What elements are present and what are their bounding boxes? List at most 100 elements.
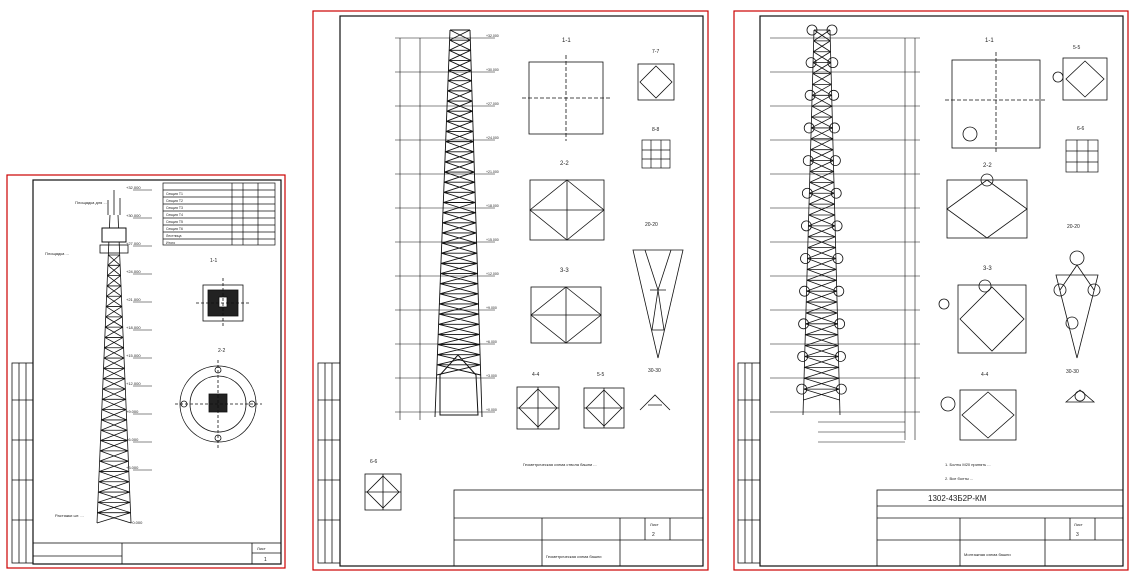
sheet-3-title-block — [876, 489, 1124, 567]
sheet-3-margin-block — [737, 362, 761, 564]
sheet-2-border — [312, 10, 709, 571]
sheet-3-section-5-title: 5-5 — [1073, 45, 1080, 51]
sheet-3-stamp-sheet-label: Лист — [1074, 522, 1083, 527]
sheet-3-drawing-code: 1302-43Б2Р-КМ — [928, 494, 987, 503]
sheet-2-section-20-title: 20-20 — [645, 222, 658, 228]
sheet-1-elevation-label: +32.000 — [126, 185, 141, 190]
sheet-1-ground-elevation: +0.000 — [130, 520, 143, 525]
sheet-3-section-2 — [946, 173, 1028, 239]
sheet-1-mid-note: Площадка ... — [45, 251, 69, 256]
sheet-1-border — [6, 174, 286, 569]
sheet-2-section-6-title: 6-6 — [370, 459, 377, 465]
sheet-1-elevation-mark: +12.000 — [126, 381, 152, 387]
sheet-2-section-2-title: 2-2 — [560, 161, 569, 167]
sheet-2-elevation-label: +0.000 — [486, 408, 497, 412]
sheet-1-section-a — [196, 278, 250, 328]
sheet-1-table-row-label: Секция Т5 — [166, 220, 183, 224]
sheet-2-elevation-label: +27.000 — [486, 102, 499, 106]
sheet-2-section-6 — [364, 473, 402, 511]
sheet-1-spec-table: Секция Т1 Секция Т2 Секция Т3 Секция Т4 Секц… — [162, 182, 276, 246]
sheet-2-section-5 — [583, 387, 625, 429]
sheet-1-elevation-mark: +21.000 — [126, 297, 152, 303]
sheet-2-elevation-label: +32.000 — [486, 34, 499, 38]
sheet-1-elevation-label: +27.000 — [126, 241, 141, 246]
sheet-1-table-row-label: Лестница — [166, 234, 181, 238]
sheet-1-title-block — [32, 542, 282, 565]
sheet-3-section-4 — [940, 389, 1017, 441]
sheet-2-stamp-sheet-number: 2 — [652, 532, 655, 538]
sheet-2-section-4 — [516, 386, 560, 430]
sheet-2-section-3-title: 3-3 — [560, 268, 569, 274]
sheet-2-section-30 — [639, 394, 671, 411]
sheet-2-section-2 — [529, 179, 605, 241]
sheet-1[interactable]: +32.000 +30.000 +27.000 +24.000 +21.000 +18.0… — [6, 174, 286, 569]
sheet-1-elevation-label: +15.000 — [126, 353, 141, 358]
sheet-2[interactable]: +32.000+30.000+27.000+24.000+21.000+18.0… — [312, 10, 709, 571]
sheet-3-section-1-title: 1-1 — [985, 38, 994, 44]
sheet-1-top-note: Площадка для ... — [75, 200, 107, 205]
sheet-2-section-3 — [530, 286, 602, 344]
sheet-3-section-20-title: 20-20 — [1067, 224, 1080, 230]
sheet-1-elevation-label: +18.000 — [126, 325, 141, 330]
sheet-2-elevation-label: +6.000 — [486, 340, 497, 344]
sheet-2-section-8-title: 8-8 — [652, 127, 659, 133]
sheet-3-section-30-title: 30-30 — [1066, 369, 1079, 375]
sheet-2-section-5-title: 5-5 — [597, 372, 604, 378]
sheet-1-elevation-mark: +18.000 — [126, 325, 152, 331]
sheet-2-note: Геометрическая схема ствола башни ... — [523, 462, 597, 467]
sheet-1-elevation-mark: +32.000 — [126, 185, 152, 191]
sheet-3-section-5 — [1052, 57, 1108, 101]
sheet-2-elevation-label: +15.000 — [486, 238, 499, 242]
sheet-1-elevation-mark: +9.000 — [126, 409, 152, 415]
sheet-1-tower — [96, 190, 132, 524]
sheet-1-table-row-label: Секция Т2 — [166, 199, 183, 203]
sheet-1-elevation-mark: +6.000 — [126, 437, 152, 443]
sheet-1-elevation-label: +12.000 — [126, 381, 141, 386]
sheet-3-dimension-lines — [770, 37, 920, 443]
sheet-1-table-row-label: Секция Т6 — [166, 227, 183, 231]
sheet-1-elevation-label: +6.000 — [126, 437, 139, 442]
sheet-2-title-block — [453, 489, 704, 567]
sheet-1-margin-block — [11, 362, 34, 564]
sheet-2-elevation-label: +12.000 — [486, 272, 499, 276]
sheet-3-section-2-title: 2-2 — [983, 163, 992, 169]
sheet-2-elevation-label: +9.000 — [486, 306, 497, 310]
sheet-1-elevation-mark: +30.000 — [126, 213, 152, 219]
sheet-1-table-row-label: Секция Т3 — [166, 206, 183, 210]
sheet-1-elevation-mark: +15.000 — [126, 353, 152, 359]
sheet-1-section-a-title: 1-1 — [210, 258, 217, 264]
sheet-2-section-4-title: 4-4 — [532, 372, 539, 378]
sheet-3-section-3-title: 3-3 — [983, 266, 992, 272]
sheet-3-section-20 — [1053, 250, 1101, 359]
sheet-1-elevation-label: +21.000 — [126, 297, 141, 302]
sheet-3-section-3 — [938, 279, 1027, 354]
sheet-2-elevation-label: +24.000 — [486, 136, 499, 140]
sheet-3-stamp-sheet-number: 3 — [1076, 532, 1079, 538]
sheet-2-dimension-lines: +32.000+30.000+27.000+24.000+21.000+18.0… — [395, 34, 499, 420]
sheet-3[interactable]: 1-1 5-5 6-6 2-2 20-20 — [733, 10, 1129, 571]
sheet-2-section-7 — [637, 63, 675, 101]
sheet-1-elevation-label: +3.000 — [126, 465, 139, 470]
sheet-1-section-b — [175, 360, 262, 448]
sheet-1-table-row-label: Секция Т1 — [166, 192, 183, 196]
sheet-2-section-20 — [632, 249, 684, 359]
sheet-2-section-7-title: 7-7 — [652, 49, 659, 55]
sheet-1-table-row-label: Секция Т4 — [166, 213, 183, 217]
sheet-3-section-6-title: 6-6 — [1077, 126, 1084, 132]
sheet-1-elevation-mark: +24.000 — [126, 269, 152, 275]
sheet-3-note-2: 2. Все болты ... — [945, 476, 973, 481]
sheet-2-stamp-sheet-label: Лист — [650, 522, 659, 527]
sheet-2-elevation-label: +21.000 — [486, 170, 499, 174]
sheet-3-section-1 — [945, 52, 1046, 154]
sheet-3-stamp-title: Монтажная схема башни — [964, 552, 1011, 557]
sheet-2-section-8 — [641, 139, 671, 169]
sheet-2-margin-block — [317, 362, 341, 564]
sheet-2-elevation-label: +30.000 — [486, 68, 499, 72]
sheet-2-elevation-label: +3.000 — [486, 374, 497, 378]
sheet-2-section-1-title: 1-1 — [562, 38, 571, 44]
sheet-3-section-6 — [1065, 139, 1099, 173]
sheet-1-stamp-sheet-label: Лист — [257, 546, 266, 551]
sheet-1-note: Растяжки шт. ... — [55, 513, 84, 518]
sheet-2-section-1 — [522, 55, 610, 141]
